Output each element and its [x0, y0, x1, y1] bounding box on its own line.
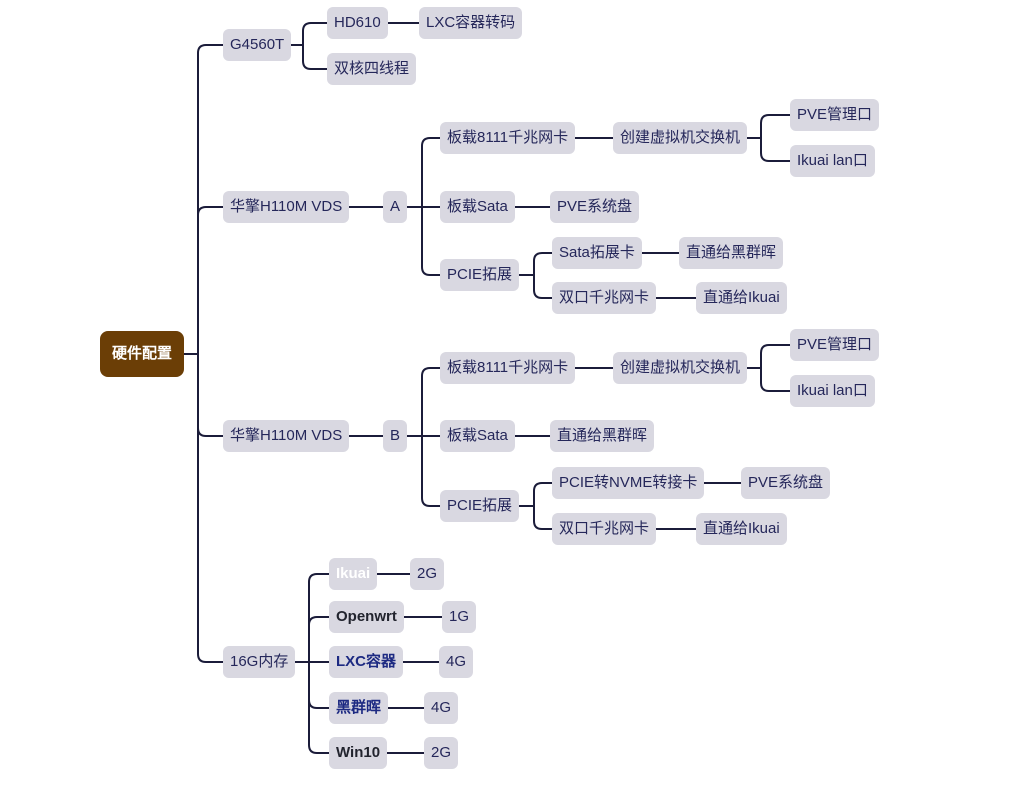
node-b-pve-disk[interactable]: PVE系统盘 [741, 467, 831, 499]
connector-6-1 [760, 138, 790, 162]
node-mem-win10-size[interactable]: 2G [424, 737, 459, 769]
node-a-pve-mgmt[interactable]: PVE管理口 [790, 99, 880, 131]
node-b-dual-nic[interactable]: 双口千兆网卡 [552, 513, 657, 545]
node-a-pve-disk[interactable]: PVE系统盘 [550, 191, 640, 223]
node-board-a[interactable]: 华擎H110M VDS [223, 191, 350, 223]
connector-0-1 [197, 206, 223, 354]
node-b-passthrough-nas[interactable]: 直通给黑群晖 [550, 420, 655, 452]
connector-19-4 [308, 662, 329, 754]
connector-1-0 [302, 22, 327, 45]
node-dual-core[interactable]: 双核四线程 [327, 53, 417, 85]
node-a-nic[interactable]: 板载8111千兆网卡 [440, 122, 576, 154]
node-a-ikuai-lan[interactable]: Ikuai lan口 [790, 145, 875, 177]
node-b-sata[interactable]: 板载Sata [440, 420, 515, 452]
connector-19-1 [308, 616, 329, 662]
node-a-sata[interactable]: 板载Sata [440, 191, 515, 223]
connector-8-0 [533, 252, 552, 275]
node-mem-nas[interactable]: 黑群晖 [329, 692, 389, 724]
node-b-nvme-card[interactable]: PCIE转NVME转接卡 [552, 467, 705, 499]
node-mem-lxc[interactable]: LXC容器 [329, 646, 404, 678]
root-node[interactable]: 硬件配置 [100, 331, 185, 377]
node-mem-ikuai-size[interactable]: 2G [410, 558, 445, 590]
node-b-passthrough-ikuai[interactable]: 直通给Ikuai [696, 513, 787, 545]
connector-14-1 [760, 368, 790, 392]
connector-16-1 [533, 506, 552, 530]
connector-16-0 [533, 482, 552, 506]
node-mem-openwrt-size[interactable]: 1G [442, 601, 477, 633]
node-memory[interactable]: 16G内存 [223, 646, 296, 678]
node-b-pve-mgmt[interactable]: PVE管理口 [790, 329, 880, 361]
connector-19-3 [308, 662, 329, 709]
node-a-dual-nic[interactable]: 双口千兆网卡 [552, 282, 657, 314]
node-b-pcie[interactable]: PCIE拓展 [440, 490, 520, 522]
connector-12-2 [421, 436, 440, 507]
node-b-ikuai-lan[interactable]: Ikuai lan口 [790, 375, 875, 407]
connector-8-1 [533, 275, 552, 299]
connector-4-2 [421, 207, 440, 276]
connector-14-0 [760, 344, 790, 368]
node-mem-nas-size[interactable]: 4G [424, 692, 459, 724]
node-b[interactable]: B [383, 420, 408, 452]
node-a-passthrough-nas[interactable]: 直通给黑群晖 [679, 237, 784, 269]
connector-6-0 [760, 114, 790, 138]
connector-0-3 [197, 354, 223, 663]
node-mem-win10[interactable]: Win10 [329, 737, 388, 769]
node-a-sata-card[interactable]: Sata拓展卡 [552, 237, 642, 269]
connector-4-0 [421, 137, 440, 207]
node-a-vswitch[interactable]: 创建虚拟机交换机 [613, 122, 748, 154]
node-b-vswitch[interactable]: 创建虚拟机交换机 [613, 352, 748, 384]
node-g4560t[interactable]: G4560T [223, 29, 292, 61]
node-mem-lxc-size[interactable]: 4G [439, 646, 474, 678]
node-lxc-transcode[interactable]: LXC容器转码 [419, 7, 523, 39]
node-a-passthrough-ikuai[interactable]: 直通给Ikuai [696, 282, 787, 314]
node-a-pcie[interactable]: PCIE拓展 [440, 259, 520, 291]
node-b-nic[interactable]: 板载8111千兆网卡 [440, 352, 576, 384]
connector-19-0 [308, 573, 329, 662]
node-board-b[interactable]: 华擎H110M VDS [223, 420, 350, 452]
connector-0-0 [197, 44, 223, 354]
node-mem-ikuai[interactable]: Ikuai [329, 558, 378, 590]
connector-0-2 [197, 354, 223, 437]
node-mem-openwrt[interactable]: Openwrt [329, 601, 404, 633]
connector-1-1 [302, 45, 327, 70]
node-hd610[interactable]: HD610 [327, 7, 388, 39]
node-a[interactable]: A [383, 191, 408, 223]
connector-12-0 [421, 367, 440, 436]
